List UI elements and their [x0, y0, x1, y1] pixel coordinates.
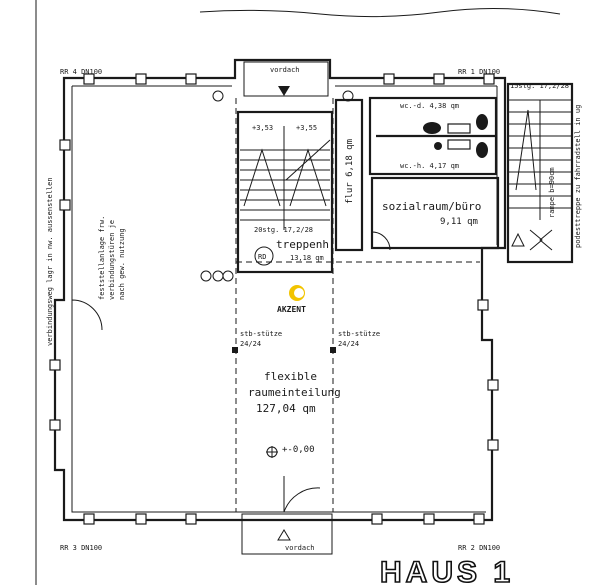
column-markers: [232, 347, 336, 353]
main-stair-steps: 20stg. 17,2/28: [254, 226, 313, 234]
column-left-size: 24/24: [240, 340, 261, 348]
bottom-canopy-arrow: [277, 529, 291, 541]
step-mark-right: +3,55: [296, 124, 317, 132]
right-stair-label: 15stg. 17,2/28: [510, 82, 569, 90]
pilasters: [49, 73, 499, 525]
left-note-2: verbindungstüren je: [108, 220, 116, 300]
top-scribble: [199, 7, 561, 18]
flex-subtitle: raumeinteilung: [248, 386, 341, 399]
code-top-right: RR 1 DN100: [458, 68, 500, 76]
office-name: sozialraum/büro: [382, 200, 481, 213]
level-label: +-0,00: [282, 445, 315, 455]
main-stair-name: treppenh.: [276, 238, 336, 251]
watermark-text: AKZENT: [277, 305, 306, 314]
top-canopy: [243, 61, 329, 97]
corridor-wall: [334, 98, 364, 252]
corridor-label: flur 6,18 qm: [345, 139, 355, 204]
left-note-1: feststellanlage frw.: [98, 216, 106, 300]
riser-symbols: [200, 90, 354, 282]
main-stair-treads: [240, 126, 331, 230]
wc-men-label: wc.-h. 4,17 qm: [400, 162, 459, 170]
bottom-canopy: [241, 513, 333, 555]
right-stair: [506, 82, 574, 264]
flex-title: flexible: [264, 370, 317, 383]
bottom-entrance-label: vordach: [285, 544, 315, 552]
main-stair-area: 13,18 qm: [290, 254, 324, 262]
main-stair: [236, 110, 334, 274]
code-bottom-left: RR 3 DN100: [60, 544, 102, 552]
house-title: HAUS 1: [380, 556, 514, 585]
level-marker: [266, 446, 278, 458]
rd-label: RD: [258, 253, 266, 261]
outer-wall: [53, 58, 507, 522]
left-vertical-note: verbindungsweg lagr in nw. aussenstellen: [46, 177, 54, 346]
code-bottom-right: RR 2 DN100: [458, 544, 500, 552]
right-stair-arrow: [511, 232, 525, 247]
column-left-label: stb-stütze: [240, 330, 282, 338]
code-top-left: RR 4 DN100: [60, 68, 102, 76]
right-stair-ramp: rampe b=90cm: [548, 167, 556, 218]
wc-fixtures: [423, 114, 488, 158]
office-area: 9,11 qm: [440, 217, 478, 227]
office-door-swing: [371, 231, 391, 251]
rd-marker: [254, 246, 274, 266]
column-right-label: stb-stütze: [338, 330, 380, 338]
column-right-size: 24/24: [338, 340, 359, 348]
left-door-swing: [71, 299, 103, 331]
wc-women-label: wc.-d. 4,38 qm: [400, 102, 459, 110]
top-entrance-label: vordach: [270, 66, 300, 74]
flex-area: 127,04 qm: [256, 402, 316, 415]
inner-wall-line: [71, 85, 498, 513]
top-canopy-arrow: [278, 86, 290, 96]
left-note-3: nach gew. nutzung: [118, 228, 126, 300]
right-stair-note: podesttreppe zu fahrradstell in ug: [574, 105, 582, 248]
akzent-logo: AKZENT: [277, 285, 306, 314]
bottom-door-swing: [283, 476, 321, 513]
office-room: [370, 176, 500, 250]
step-mark-left: +3,53: [252, 124, 273, 132]
right-stair-treads: [508, 99, 572, 251]
